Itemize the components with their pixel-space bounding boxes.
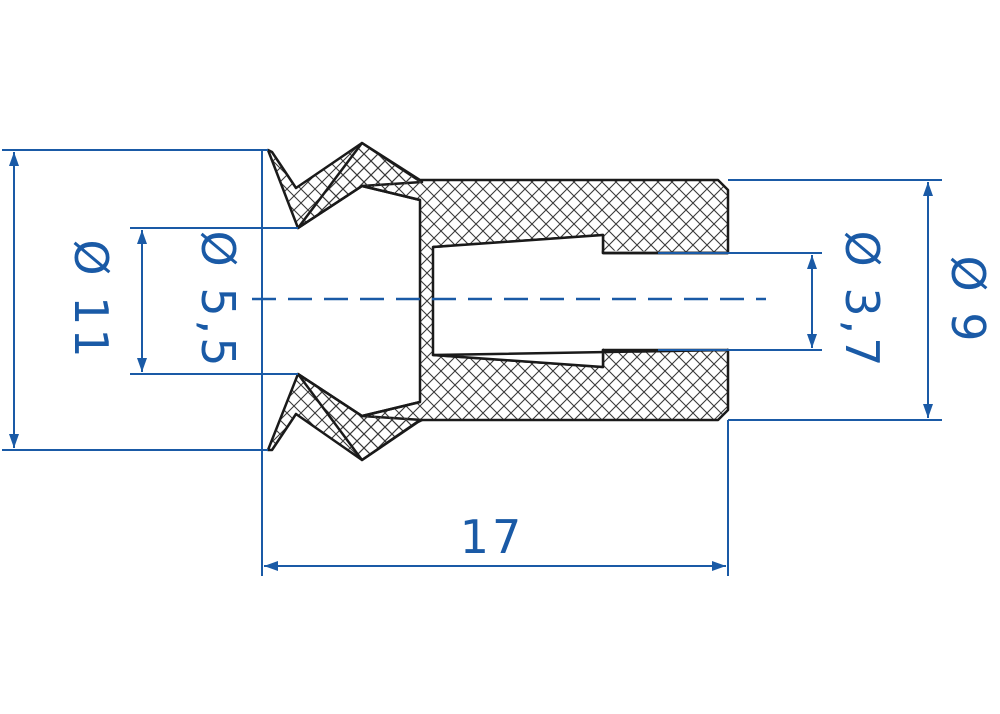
part-section [266,141,730,462]
dimension-bore-diameter: Ø 3,7 [658,231,889,370]
lip-inner-edges [297,184,421,418]
outer-diameter-label: Ø 11 [64,239,118,360]
dimension-outer-diameter: Ø 11 [2,149,268,451]
bore-channel [604,254,727,349]
dimension-body-diameter: Ø 9 [728,179,995,421]
inner-diameter-label: Ø 5,5 [191,231,245,370]
bore-diameter-label: Ø 3,7 [835,231,889,370]
body-diameter-label: Ø 9 [941,255,995,344]
dimension-inner-diameter: Ø 5,5 [130,227,298,375]
dimension-length: 17 [261,150,729,576]
length-label: 17 [460,510,525,564]
